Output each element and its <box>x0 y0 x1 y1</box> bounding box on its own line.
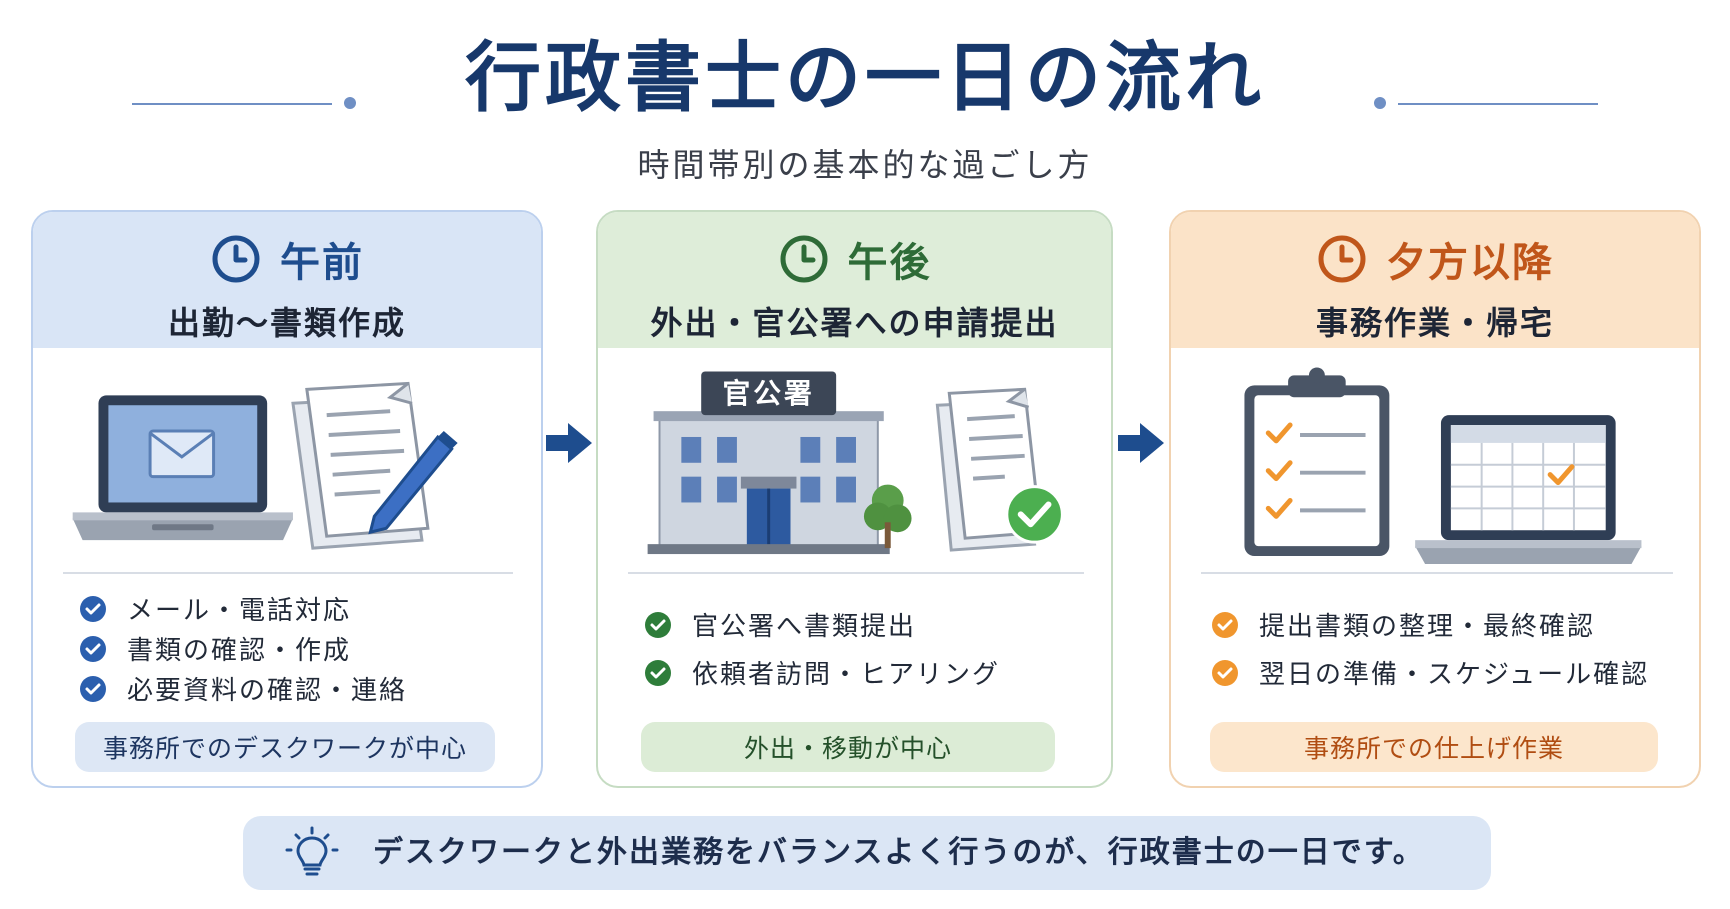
list-item-label: 提出書類の整理・最終確認 <box>1259 612 1596 642</box>
government-building-icon: 官公署 <box>647 371 912 555</box>
check-icon <box>80 675 106 702</box>
list-item: メール・電話対応 <box>79 590 351 627</box>
list-item-label: 依頼者訪問・ヒアリング <box>692 660 1001 690</box>
document-pen-icon <box>291 381 458 550</box>
panel-afternoon-illustration: 官公署 <box>647 371 1064 555</box>
list-item-label: 翌日の準備・スケジュール確認 <box>1259 660 1650 690</box>
panel-evening-header: 夕方以降 事務作業・帰宅 <box>1171 212 1699 348</box>
panel-evening-time: 夕方以降 <box>1386 240 1554 286</box>
list-item: 官公署へ書類提出 <box>644 606 916 643</box>
building-sign: 官公署 <box>723 377 815 410</box>
panel-evening-heading: 夕方以降 <box>1171 230 1699 288</box>
clock-icon <box>1318 235 1366 283</box>
panel-afternoon: 午後 外出・官公署への申請提出 官公署 <box>596 210 1113 788</box>
approved-document-icon <box>935 387 1064 552</box>
list-item-label: メール・電話対応 <box>127 596 352 626</box>
panel-afternoon-summary: 外出・移動が中心 <box>641 722 1055 772</box>
panel-evening: 夕方以降 事務作業・帰宅 <box>1169 210 1701 788</box>
laptop-email-icon <box>72 395 293 541</box>
list-item: 依頼者訪問・ヒアリング <box>644 654 1000 691</box>
panel-morning-time: 午前 <box>280 240 364 286</box>
panel-evening-subtitle: 事務作業・帰宅 <box>1315 304 1554 342</box>
check-icon <box>645 611 671 638</box>
panel-evening-divider <box>1201 572 1673 574</box>
title-left-dot <box>344 97 356 109</box>
list-item: 提出書類の整理・最終確認 <box>1211 606 1595 643</box>
panel-afternoon-heading: 午後 <box>598 230 1111 288</box>
check-icon <box>1212 611 1238 638</box>
page-title: 行政書士の一日の流れ <box>465 33 1265 122</box>
title-right-line <box>1398 103 1598 105</box>
panel-afternoon-header: 午後 外出・官公署への申請提出 <box>598 212 1111 348</box>
panel-evening-illustration <box>1244 367 1642 564</box>
clock-icon <box>780 235 827 283</box>
arrow-right-icon <box>546 423 592 463</box>
panel-morning-subtitle: 出勤～書類作成 <box>167 304 406 342</box>
panel-morning-header: 午前 出勤～書類作成 <box>33 212 541 348</box>
clock-icon <box>212 235 260 283</box>
list-item-label: 必要資料の確認・連絡 <box>127 676 408 706</box>
laptop-calendar-icon <box>1415 415 1642 564</box>
arrow-right-icon <box>1118 423 1164 463</box>
panel-morning: 午前 出勤～書類作成 メール・電話対応 <box>31 210 543 788</box>
list-item-label: 書類の確認・作成 <box>127 636 352 666</box>
list-item: 書類の確認・作成 <box>79 630 351 667</box>
panel-morning-divider <box>63 572 513 574</box>
check-icon <box>80 595 106 622</box>
panel-afternoon-divider <box>628 572 1084 574</box>
panel-morning-summary: 事務所でのデスクワークが中心 <box>75 722 495 772</box>
lightbulb-icon <box>285 826 339 876</box>
list-item: 必要資料の確認・連絡 <box>79 670 407 707</box>
list-item: 翌日の準備・スケジュール確認 <box>1211 654 1649 691</box>
title-right-dot <box>1374 97 1386 109</box>
panel-morning-illustration <box>72 381 458 550</box>
panel-afternoon-time: 午後 <box>847 240 932 286</box>
panel-afternoon-subtitle: 外出・官公署への申請提出 <box>650 304 1059 342</box>
title-left-line <box>132 103 332 105</box>
checklist-clipboard-icon <box>1244 367 1390 557</box>
footer-note: デスクワークと外出業務をバランスよく行うのが、行政書士の一日です。 <box>243 816 1491 890</box>
list-item-label: 官公署へ書類提出 <box>692 612 917 642</box>
check-icon <box>80 635 106 662</box>
footer-text: デスクワークと外出業務をバランスよく行うのが、行政書士の一日です。 <box>373 835 1425 870</box>
check-icon <box>645 659 671 686</box>
panel-morning-heading: 午前 <box>33 230 541 288</box>
page-subtitle: 時間帯別の基本的な過ごし方 <box>637 146 1093 184</box>
check-icon <box>1212 659 1238 686</box>
panel-evening-summary: 事務所での仕上げ作業 <box>1210 722 1658 772</box>
title-area: 行政書士の一日の流れ <box>0 28 1730 128</box>
